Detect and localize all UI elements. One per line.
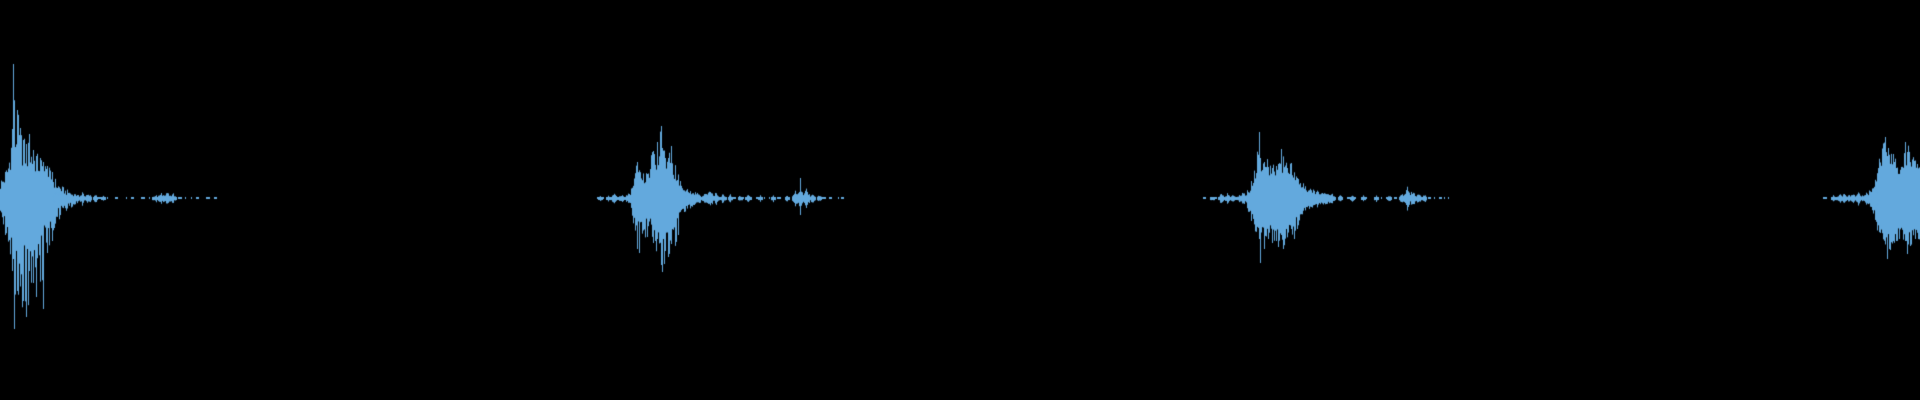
waveform-panel: [0, 0, 1920, 400]
audio-waveform-canvas: [0, 0, 1920, 400]
